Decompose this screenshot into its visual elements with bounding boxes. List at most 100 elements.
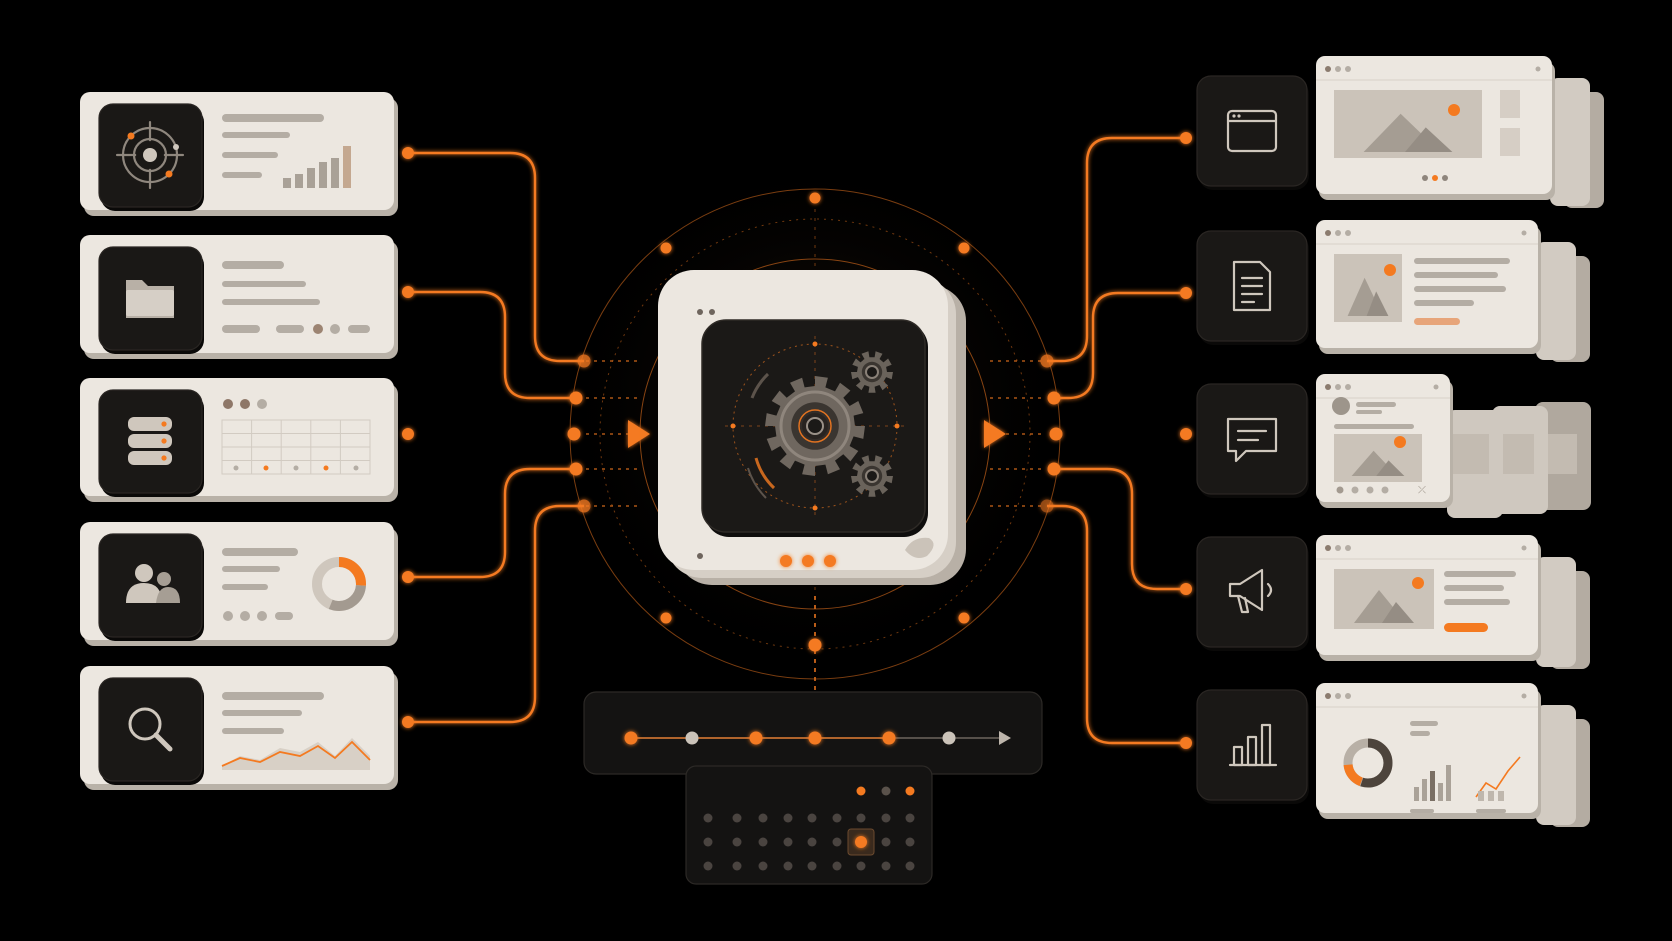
bar-chart-icon xyxy=(1228,723,1278,767)
placeholder-line xyxy=(222,132,290,138)
placeholder-line xyxy=(222,172,262,178)
calendar-day-dot[interactable] xyxy=(905,786,915,796)
timeline-step-dot[interactable] xyxy=(749,731,763,745)
calendar-day-dot[interactable] xyxy=(732,861,742,871)
carousel-dot xyxy=(1432,175,1438,181)
donut-segment xyxy=(312,557,366,611)
calendar-day-dot[interactable] xyxy=(881,837,891,847)
timeline-step-dot[interactable] xyxy=(808,731,822,745)
calendar-day-dot[interactable] xyxy=(807,813,817,823)
indicator-dot xyxy=(223,611,233,621)
calendar-day-dot[interactable] xyxy=(807,837,817,847)
window-dot xyxy=(1335,545,1341,551)
input-card[interactable] xyxy=(80,92,398,216)
calendar-day-dot[interactable] xyxy=(856,813,866,823)
stacked-card-image xyxy=(1453,434,1489,474)
window-dot xyxy=(1335,693,1341,699)
output-card[interactable] xyxy=(1196,56,1604,208)
calendar-day-dot[interactable] xyxy=(832,813,842,823)
input-card[interactable] xyxy=(80,235,398,359)
mini-bar xyxy=(1430,771,1435,801)
calendar-day-dot[interactable] xyxy=(881,786,891,796)
calendar-day-dot[interactable] xyxy=(732,837,742,847)
sun-dot xyxy=(1394,436,1406,448)
placeholder-line xyxy=(1356,402,1396,407)
mountain-shape xyxy=(1405,127,1453,152)
calendar-day-dot[interactable] xyxy=(881,813,891,823)
calendar-day-dot[interactable] xyxy=(905,837,915,847)
mini-bar xyxy=(307,168,315,188)
calendar-day-dot[interactable] xyxy=(758,813,768,823)
calendar-day-dot[interactable] xyxy=(703,861,713,871)
calendar-day-dot[interactable] xyxy=(905,813,915,823)
junction-dot xyxy=(1049,427,1063,441)
calendar-day-dot[interactable] xyxy=(832,861,842,871)
calendar-day-dot[interactable] xyxy=(807,861,817,871)
connector-line xyxy=(408,151,584,363)
connector-endpoint xyxy=(1180,287,1192,299)
placeholder-line xyxy=(1334,424,1414,429)
calendar-day-dot[interactable] xyxy=(783,813,793,823)
reaction-icon xyxy=(1351,486,1359,494)
mountain-shape xyxy=(1382,602,1414,623)
timeline-step-dot[interactable] xyxy=(624,731,638,745)
calendar-day-dot[interactable] xyxy=(856,786,866,796)
window-dot xyxy=(1345,384,1351,390)
calendar-day-dot[interactable] xyxy=(855,836,867,848)
reaction-icon xyxy=(1336,486,1344,494)
placeholder-line xyxy=(1410,721,1438,726)
calendar-day-dot[interactable] xyxy=(832,837,842,847)
connector-endpoint xyxy=(1180,737,1192,749)
calendar-day-dot[interactable] xyxy=(703,813,713,823)
window-dot xyxy=(1325,545,1331,551)
window-dot xyxy=(1433,384,1439,390)
stacked-card xyxy=(1536,242,1576,360)
connector-line xyxy=(1054,291,1186,400)
calendar-day-dot[interactable] xyxy=(783,861,793,871)
carousel-dot xyxy=(1422,175,1428,181)
timeline-step-dot[interactable] xyxy=(685,731,699,745)
gear-hole xyxy=(865,469,879,483)
mountain-shape xyxy=(1366,291,1389,316)
placeholder-line xyxy=(1410,809,1434,813)
arc-segment xyxy=(754,457,776,490)
connector-endpoint xyxy=(402,571,414,583)
marker-dot xyxy=(730,423,736,429)
placeholder-line xyxy=(1414,286,1506,292)
input-card[interactable] xyxy=(80,378,398,502)
calendar-day-dot[interactable] xyxy=(783,837,793,847)
window-dot xyxy=(1335,230,1341,236)
timeline-step-dot[interactable] xyxy=(942,731,956,745)
placeholder-line xyxy=(1410,731,1430,736)
calendar-day-dot[interactable] xyxy=(703,837,713,847)
calendar-day-dot[interactable] xyxy=(732,813,742,823)
processing-hub[interactable] xyxy=(658,270,966,585)
output-card[interactable] xyxy=(1196,220,1590,362)
connector-lines xyxy=(402,132,1192,762)
timeline-arrow-icon xyxy=(999,731,1011,745)
status-dot xyxy=(824,555,836,567)
orbit-dot xyxy=(660,612,672,624)
calendar-day-dot[interactable] xyxy=(881,861,891,871)
mini-bar xyxy=(283,178,291,188)
output-card[interactable]: ⤫ xyxy=(1196,374,1591,518)
cta-button xyxy=(1444,623,1488,632)
calendar-day-dot[interactable] xyxy=(758,837,768,847)
indicator-dot xyxy=(240,611,250,621)
donut-segment xyxy=(1343,738,1393,788)
input-card[interactable] xyxy=(80,666,398,790)
calendar-day-dot[interactable] xyxy=(758,861,768,871)
calendar-day-dot[interactable] xyxy=(856,861,866,871)
output-card[interactable] xyxy=(1196,683,1590,827)
arrow-right-icon xyxy=(628,420,650,448)
window-dot xyxy=(1535,66,1541,72)
avatar xyxy=(1332,397,1350,415)
gear-small xyxy=(851,455,893,497)
calendar-day-dot[interactable] xyxy=(905,861,915,871)
output-card[interactable] xyxy=(1196,535,1590,669)
timeline-step-dot[interactable] xyxy=(882,731,896,745)
orbit-dot xyxy=(958,612,970,624)
users-icon xyxy=(126,564,180,603)
status-dot xyxy=(802,555,814,567)
input-card[interactable] xyxy=(80,522,398,646)
